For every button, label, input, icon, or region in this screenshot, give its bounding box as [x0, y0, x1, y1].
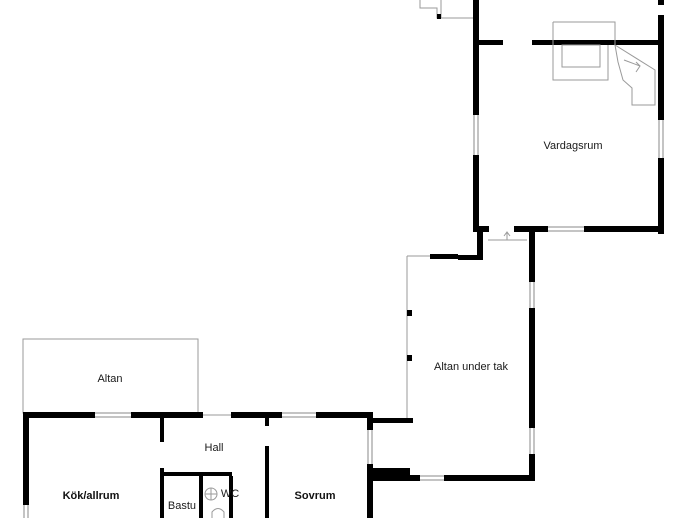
room-label-kok-allrum: Kök/allrum	[63, 490, 120, 502]
room-label-altan-under-tak: Altan under tak	[434, 361, 508, 373]
room-label-hall: Hall	[205, 442, 224, 454]
room-label-vardagsrum: Vardagsrum	[543, 140, 602, 152]
room-label-sovrum: Sovrum	[295, 490, 336, 502]
room-label-bastu: Bastu	[168, 500, 196, 512]
altan-under-tak-outline	[370, 226, 535, 481]
altan-windows	[420, 282, 535, 481]
fireplace-icon	[552, 21, 656, 106]
house-windows	[23, 412, 373, 518]
room-label-altan: Altan	[97, 373, 122, 385]
toilet-icon	[204, 487, 225, 518]
house-walls	[23, 412, 413, 518]
vardagsrum-windows	[473, 5, 664, 232]
vardagsrum-walls	[458, 0, 664, 260]
room-label-wc: WC	[221, 488, 239, 500]
entrance-stair	[419, 0, 473, 19]
arrow-up-icon	[503, 231, 511, 240]
